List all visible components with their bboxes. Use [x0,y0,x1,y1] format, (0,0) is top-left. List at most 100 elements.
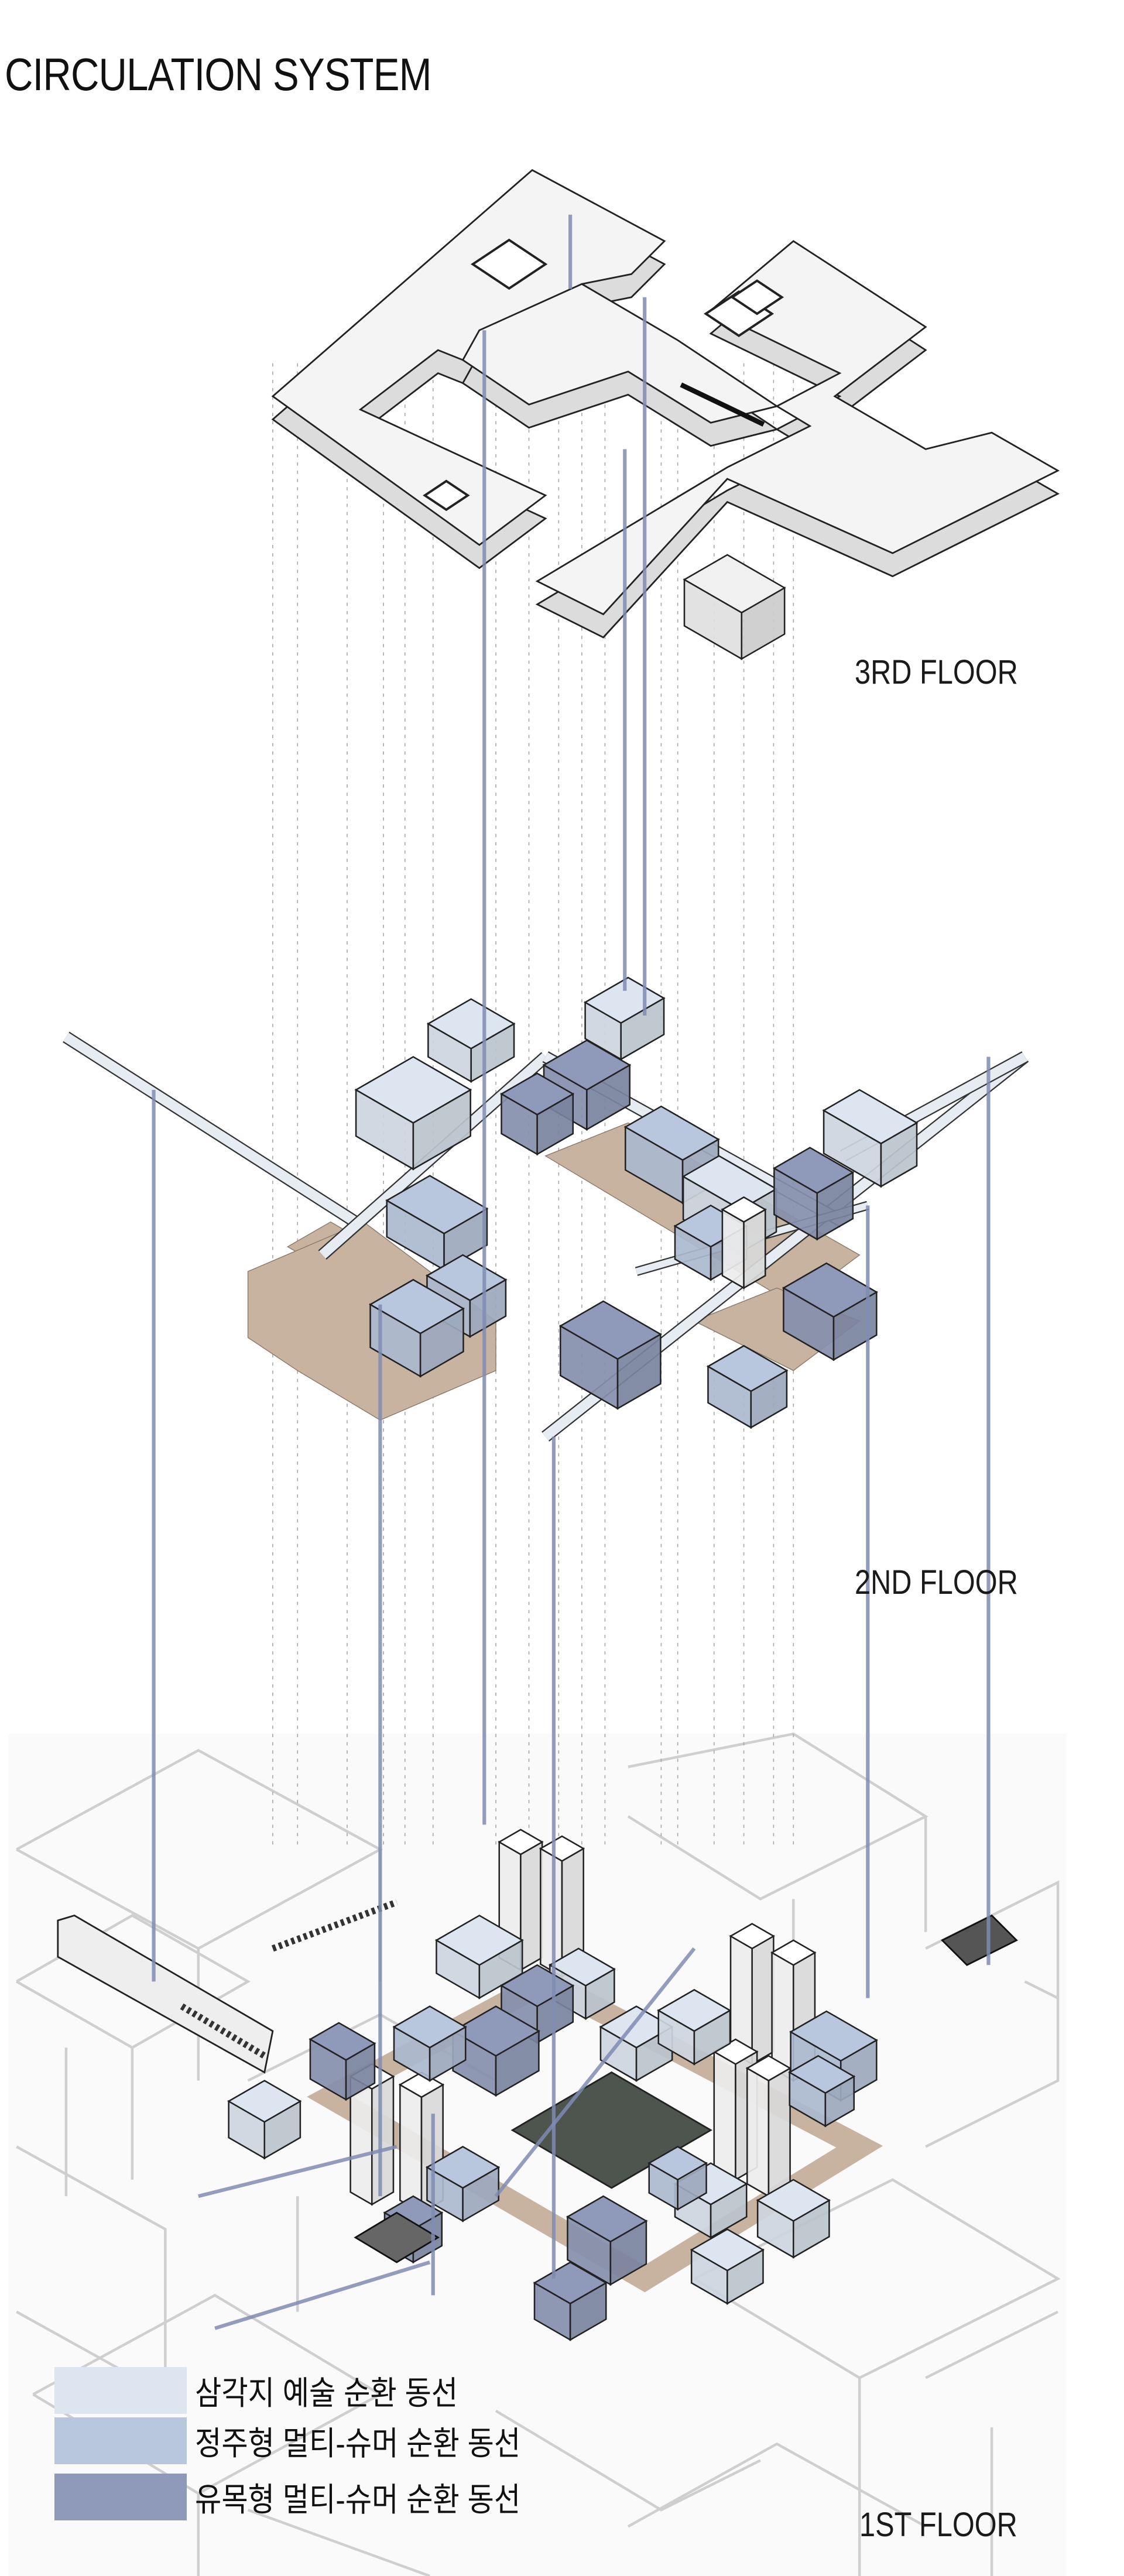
volume-top-face [385,1175,489,1234]
volume-top-face [566,2195,648,2243]
roof-right-wing [535,240,1060,616]
volume-nomad [533,2261,608,2341]
stair [941,1914,1018,1966]
volume-nomad [782,1262,878,1361]
volume-top-face [354,1056,472,1124]
floor-label-1st: 1ST FLOOR [859,2506,1017,2544]
legend-swatch [54,2367,187,2414]
volume-top-face [392,2005,467,2049]
bridge [63,1033,358,1226]
volume-top-face [368,1278,465,1335]
volume-top-face [426,998,516,1049]
context-outline [1024,1980,1059,1999]
volume-top-face [788,2054,856,2094]
volume-nomad [558,1300,662,1410]
page-title: CIRCULATION SYSTEM [5,49,432,100]
ramp [57,1915,274,2074]
volume-left-face [721,1208,745,1289]
tower [745,2054,792,2198]
roof-opening [680,382,765,427]
volume-resident [788,2054,856,2128]
volume-top-face [558,1300,662,1360]
volume-top-face [789,2010,878,2062]
legend-swatch [54,2417,187,2464]
volume-top-face [623,1105,720,1161]
volume-top-face [548,1947,616,1987]
first-floor-volumes [57,1829,1018,2341]
context-outline [627,2442,927,2528]
volume-nomad [772,1147,855,1241]
volume-nomad [566,2195,648,2286]
volume-top-face [499,1072,575,1116]
volume-top-face [745,2054,792,2082]
third-floor-roof [271,169,1060,660]
volume-art [657,1989,732,2066]
second-floor-volumes [63,976,1029,1442]
vertical-circulation-lines [152,214,991,2330]
roof-skylight [423,479,470,512]
volume-top-face [683,554,786,614]
legend-swatch [54,2474,187,2520]
legend-label: 유목형 멀티-슈머 순환 동선 [195,2481,521,2518]
volume-top-face [533,2261,608,2304]
circulation-line [214,2261,431,2330]
stair-rail [271,1899,398,1952]
volume-left-face [746,2067,770,2198]
floor-label-2nd: 2ND FLOOR [855,1563,1018,1601]
volume-right-face [743,1208,766,1289]
volume-resident [392,2005,467,2082]
volume-resident [706,1344,789,1429]
volume-top-face [706,1344,789,1392]
volume-art [426,998,516,1083]
volume-top-face [542,1039,632,1091]
floor-label-3rd: 3RD FLOOR [855,653,1018,691]
roof-annex [683,554,786,660]
volume-top-face [772,1147,855,1194]
volume-top-face [721,1196,767,1223]
tower [349,2063,395,2206]
volume-art [227,2080,302,2160]
volume-top-face [539,1835,585,1862]
context-outline [925,2310,1059,2379]
context-outline [247,2509,430,2576]
volume-resident [368,1278,465,1378]
volume-top-face [690,2228,765,2272]
stair-rail [180,2003,266,2059]
volume-left-face [713,2050,736,2181]
legend-item-resident-circulation: 정주형 멀티-슈머 순환 동선 [54,2417,565,2464]
circulation-line [198,2145,397,2198]
volume-core [721,1196,767,1289]
volume-top-face [451,2005,540,2057]
volume-top-face [499,1964,575,2008]
volume-top-face [822,1089,919,1145]
volume-art [822,1089,919,1188]
volume-left-face [540,1847,563,1978]
volume-left-face [399,2083,423,2214]
volume-resident [425,2146,501,2222]
volume-nomad [309,2022,376,2101]
legend-label: 삼각지 예술 순환 동선 [195,2374,458,2412]
volume-art [756,2179,831,2259]
volume-top-face [647,2146,708,2181]
volume-top-face [425,2146,501,2189]
legend-label: 정주형 멀티-슈머 순환 동선 [195,2424,521,2462]
legend-item-art-circulation: 삼각지 예술 순환 동선 [54,2367,494,2414]
volume-right-face [767,2067,791,2198]
legend-item-nomad-circulation: 유목형 멀티-슈머 순환 동선 [54,2474,565,2520]
volume-top-face [782,1262,878,1318]
context-outline [16,2145,167,2397]
volume-top-face [434,1915,524,1966]
volume-top-face [227,2080,302,2123]
volume-top-face [756,2179,831,2222]
circulation-line [494,1947,696,2198]
volume-top-face [729,1923,775,1950]
volume-nomad [499,1072,575,1156]
volume-top-face [657,1989,732,2032]
volume-resident [385,1175,489,1271]
volume-resident [647,2146,708,2211]
roof-skylight [470,238,548,290]
volume-top-face [498,1829,544,1855]
context-outline [495,2409,761,2512]
roof-skylight [730,279,784,315]
